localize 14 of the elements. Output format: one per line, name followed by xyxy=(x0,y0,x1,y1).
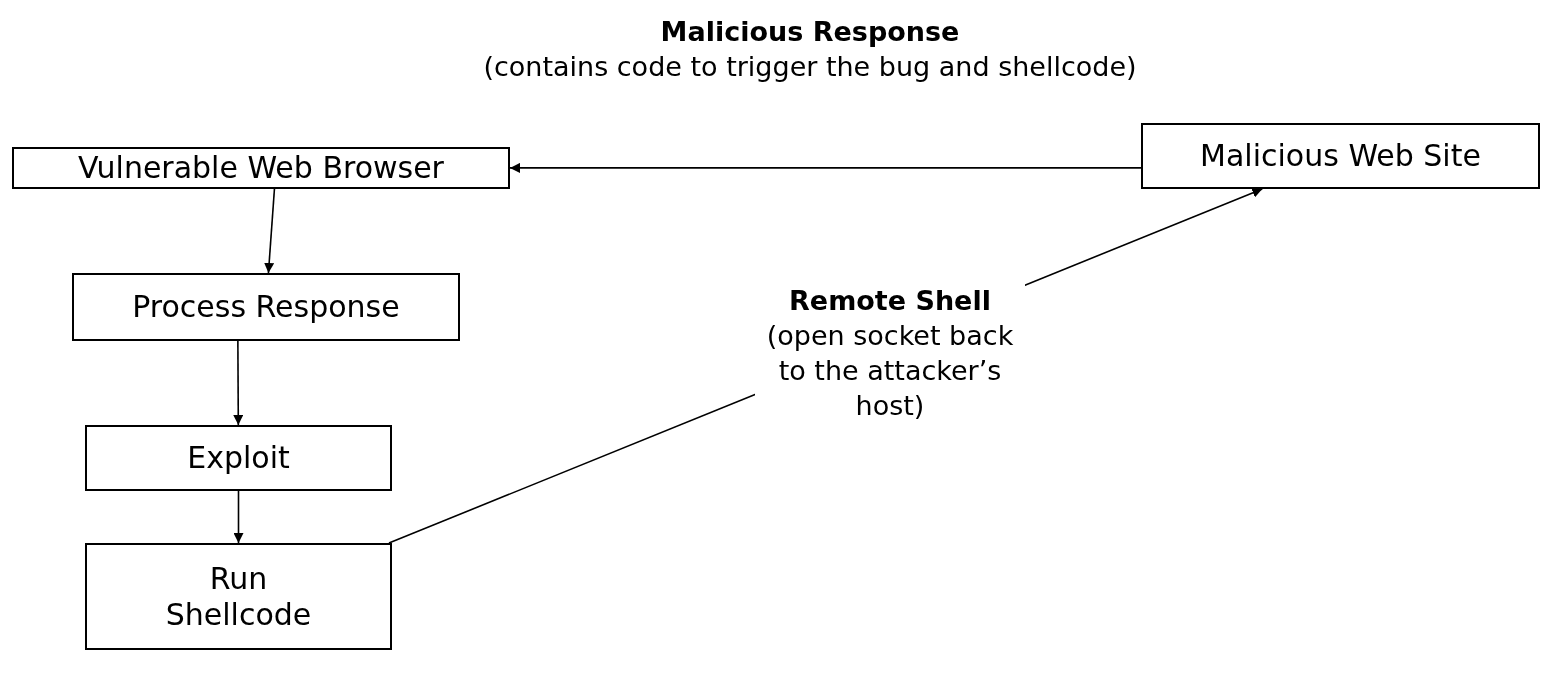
box-label: Vulnerable Web Browser xyxy=(78,150,444,186)
process-box xyxy=(1141,123,1540,189)
arrow xyxy=(509,162,1142,173)
arrow xyxy=(233,340,244,426)
process-box xyxy=(85,543,392,650)
arrow xyxy=(264,188,276,274)
box-label: Process Response xyxy=(132,289,400,325)
process-box xyxy=(85,425,392,491)
arrow xyxy=(233,490,244,544)
process-box xyxy=(72,273,460,341)
box-label: Exploit xyxy=(187,440,290,476)
process-box xyxy=(12,147,510,189)
box-label: Malicious Web Site xyxy=(1200,138,1481,174)
box-label: Run Shellcode xyxy=(164,560,313,633)
